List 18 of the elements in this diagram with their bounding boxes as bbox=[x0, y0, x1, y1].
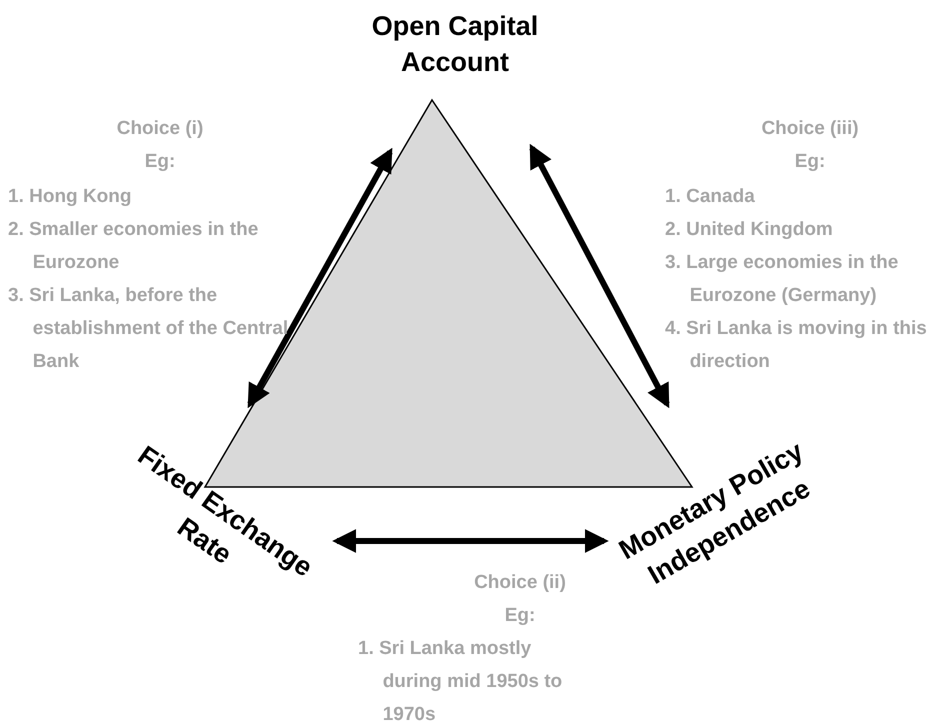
choice-heading: Eg: bbox=[504, 604, 536, 628]
corner-label: Open Capital Account bbox=[320, 8, 590, 80]
example-item: 1. Canada bbox=[665, 185, 756, 209]
choice-heading: Eg: bbox=[144, 150, 176, 174]
example-item: 2. Smaller economies in the Eurozone bbox=[8, 218, 260, 275]
double-arrow bbox=[332, 529, 609, 553]
double-arrow bbox=[529, 144, 670, 408]
choice-heading: Eg: bbox=[794, 150, 826, 174]
example-item: 3. Large economies in the Eurozone (Germany) bbox=[665, 251, 900, 308]
choice-heading: Choice (iii) bbox=[760, 117, 860, 141]
double-arrow bbox=[247, 148, 393, 408]
choice-heading: Choice (ii) bbox=[473, 571, 567, 595]
example-item: 4. Sri Lanka is moving in this direction bbox=[665, 317, 928, 374]
example-item: 2. United Kingdom bbox=[665, 218, 834, 242]
example-item: 1. Hong Kong bbox=[8, 185, 132, 209]
example-item: 3. Sri Lanka, before the establishment of the Central Bank bbox=[8, 284, 290, 374]
choice-heading: Choice (i) bbox=[116, 117, 204, 141]
example-item: 1. Sri Lanka mostly during mid 1950s to 1970s bbox=[358, 637, 564, 727]
